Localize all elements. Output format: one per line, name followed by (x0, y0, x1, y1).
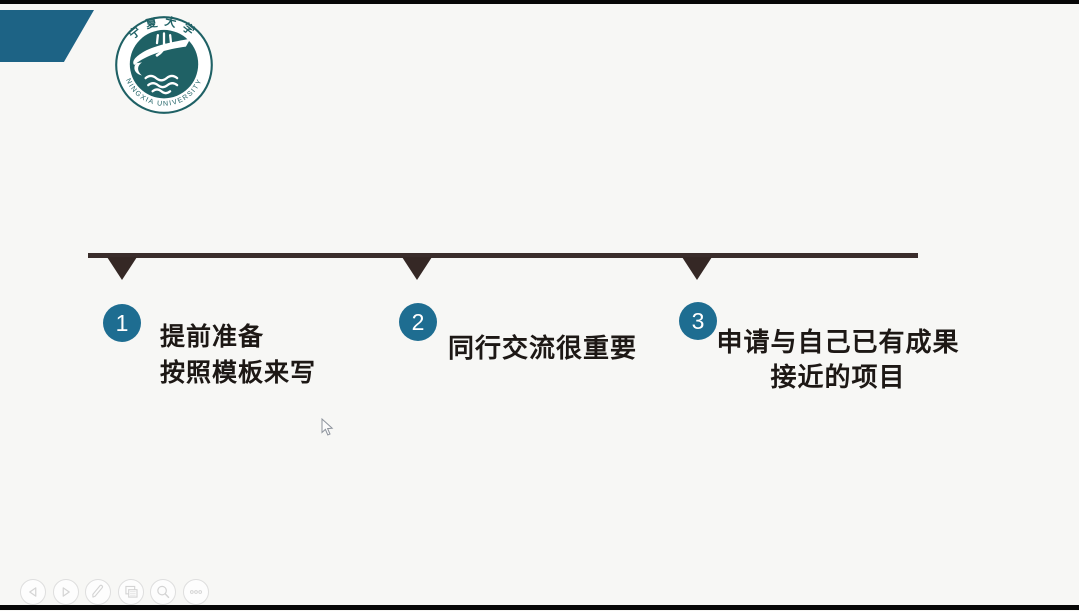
step-number-badge-1: 1 (103, 304, 141, 342)
pen-annotate-button[interactable] (85, 579, 111, 605)
step-text-1: 提前准备 按照模板来写 (160, 323, 317, 387)
presenter-toolbar (20, 579, 209, 605)
magnifier-icon (157, 585, 170, 599)
previous-arrow-icon (29, 587, 37, 597)
ellipsis-icon (189, 590, 202, 594)
timeline-marker-2 (402, 257, 432, 280)
timeline-line (88, 253, 918, 258)
timeline-marker-3 (682, 257, 712, 280)
previous-slide-button[interactable] (20, 579, 46, 605)
slides-panel-icon (124, 585, 138, 598)
step-text-3: 申请与自己已有成果 接近的项目 (716, 327, 960, 392)
slides-panel-button[interactable] (117, 579, 144, 605)
corner-parallelogram-decor (0, 10, 94, 62)
mouse-cursor (321, 418, 334, 436)
pen-icon (92, 584, 104, 598)
next-slide-button[interactable] (52, 579, 79, 605)
next-arrow-icon (62, 587, 70, 597)
step-text-2: 同行交流很重要 (448, 333, 638, 363)
step-number-badge-2: 2 (399, 303, 437, 341)
zoom-button[interactable] (150, 579, 176, 605)
logo-emblem-mark (133, 32, 191, 95)
more-options-button[interactable] (182, 579, 209, 605)
step-number-badge-3: 3 (679, 302, 717, 340)
timeline-marker-1 (107, 257, 137, 280)
bottom-letterbox-bar (0, 605, 1079, 610)
top-letterbox-bar (0, 0, 1079, 4)
ningxia-university-logo: 宁夏大学 NINGXIA UNIVERSITY (115, 14, 213, 114)
